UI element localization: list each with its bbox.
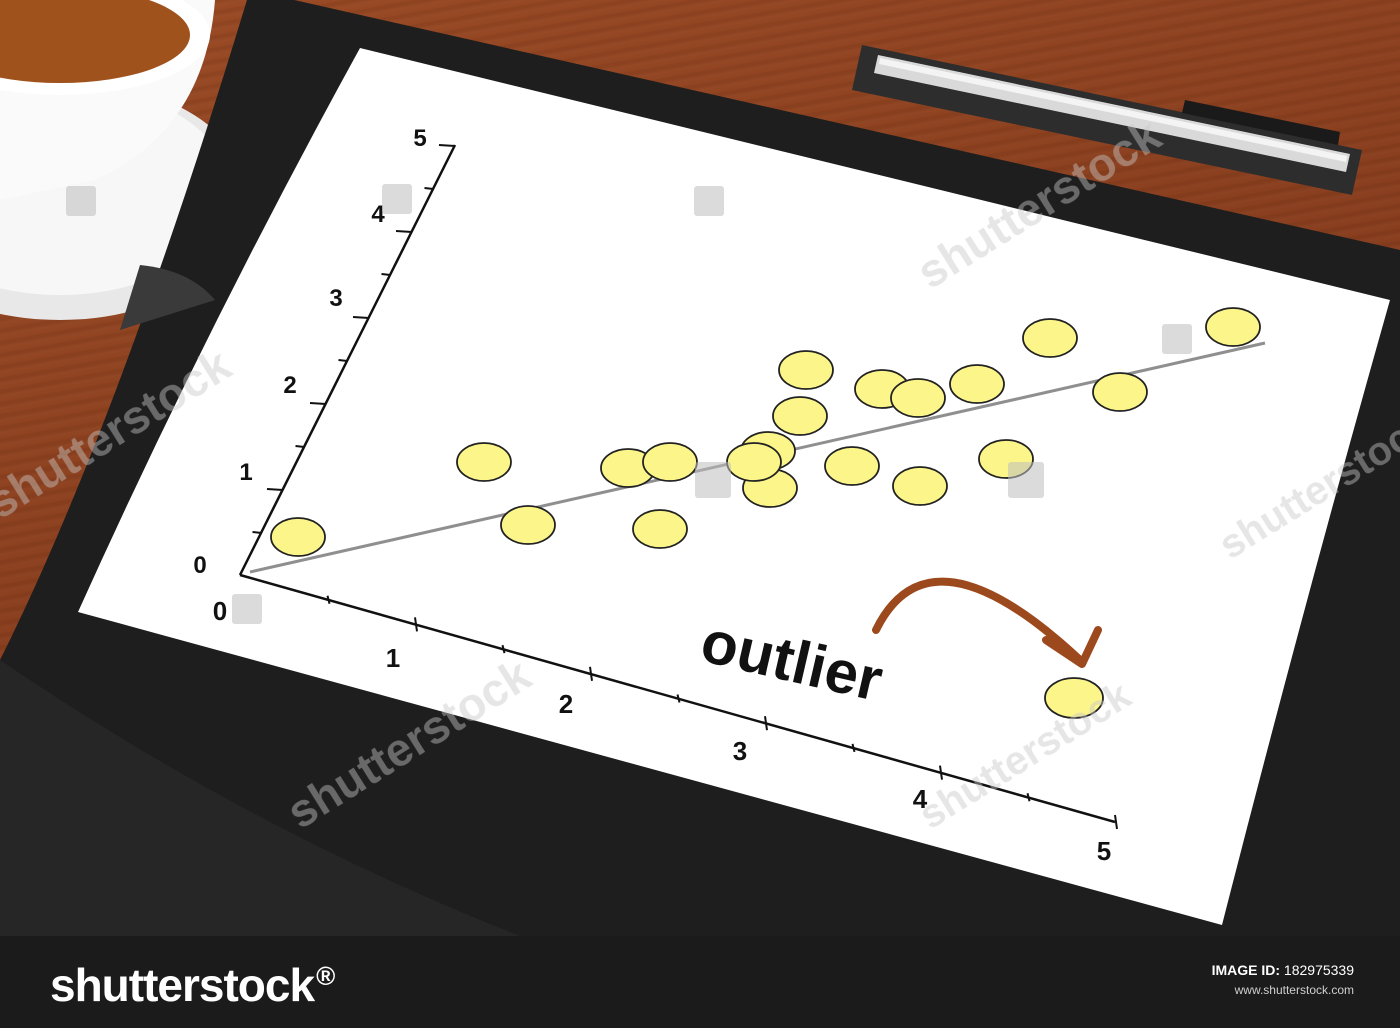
registered-mark: ® — [316, 960, 335, 991]
scatter-point — [1092, 372, 1148, 412]
y-axis-tick — [395, 230, 413, 233]
scatter-point — [890, 378, 946, 418]
scatter-point — [642, 442, 698, 482]
y-axis-tick — [352, 316, 370, 319]
scatter-point — [892, 466, 948, 506]
x-axis-tick — [1026, 793, 1031, 802]
y-tick-label: 0 — [193, 552, 206, 579]
y-tick-label: 4 — [371, 201, 385, 228]
x-axis-tick — [326, 595, 331, 604]
stock-footer-bar — [0, 936, 1400, 1028]
x-axis-tick — [851, 743, 856, 753]
outlier-point — [1044, 677, 1104, 719]
x-tick-label: 0 — [213, 596, 227, 626]
arrow-head — [1042, 626, 1102, 668]
watermark-icons — [66, 184, 1192, 624]
y-axis-tick — [381, 273, 391, 276]
scatter-point — [772, 396, 828, 436]
x-axis-tick — [1114, 814, 1118, 830]
y-axis-tick — [424, 187, 434, 190]
x-axis-tick — [676, 694, 681, 703]
stylus-pen — [852, 45, 1362, 195]
y-axis-tick — [309, 402, 327, 405]
y-tick-label: 5 — [413, 125, 426, 152]
x-axis-tick — [414, 617, 418, 632]
y-axis-tick — [438, 144, 456, 147]
y-tick-label: 2 — [283, 372, 296, 399]
y-axis-tick — [252, 531, 262, 534]
stock-brand-logo: shutterstock® — [50, 959, 335, 1011]
x-tick-label: 4 — [913, 784, 928, 814]
x-axis-tick — [764, 716, 768, 731]
scatter-point — [500, 505, 556, 545]
scatter-point — [456, 442, 512, 482]
image-id-block: IMAGE ID: 182975339 www.shutterstock.com — [1212, 960, 1354, 1000]
x-tick-label: 1 — [386, 643, 400, 673]
y-axis-tick — [295, 445, 305, 448]
x-axis-tick — [589, 666, 593, 681]
y-axis-tick — [338, 359, 348, 362]
y-axis-tick — [266, 488, 284, 491]
scatter-point — [778, 350, 834, 390]
scatter-point — [726, 442, 782, 482]
scatter-point — [949, 364, 1005, 404]
scatter-point — [1022, 318, 1078, 358]
x-tick-label: 3 — [733, 736, 747, 766]
scatter-point — [824, 446, 880, 486]
image-id-label: IMAGE ID: — [1211, 962, 1281, 978]
x-tick-label: 5 — [1097, 836, 1111, 866]
y-tick-label: 3 — [329, 285, 342, 312]
image-id-value: 182975339 — [1283, 962, 1354, 978]
y-tick-label: 1 — [239, 459, 252, 486]
scatter-point — [270, 517, 326, 557]
x-tick-label: 2 — [559, 689, 573, 719]
outlier-arrow — [872, 577, 1084, 664]
x-axis-tick — [939, 765, 943, 780]
x-axis-tick — [501, 644, 506, 654]
scatter-point — [632, 509, 688, 549]
scatter-point — [1205, 307, 1261, 347]
stock-site-url: www.shutterstock.com — [1234, 983, 1354, 997]
